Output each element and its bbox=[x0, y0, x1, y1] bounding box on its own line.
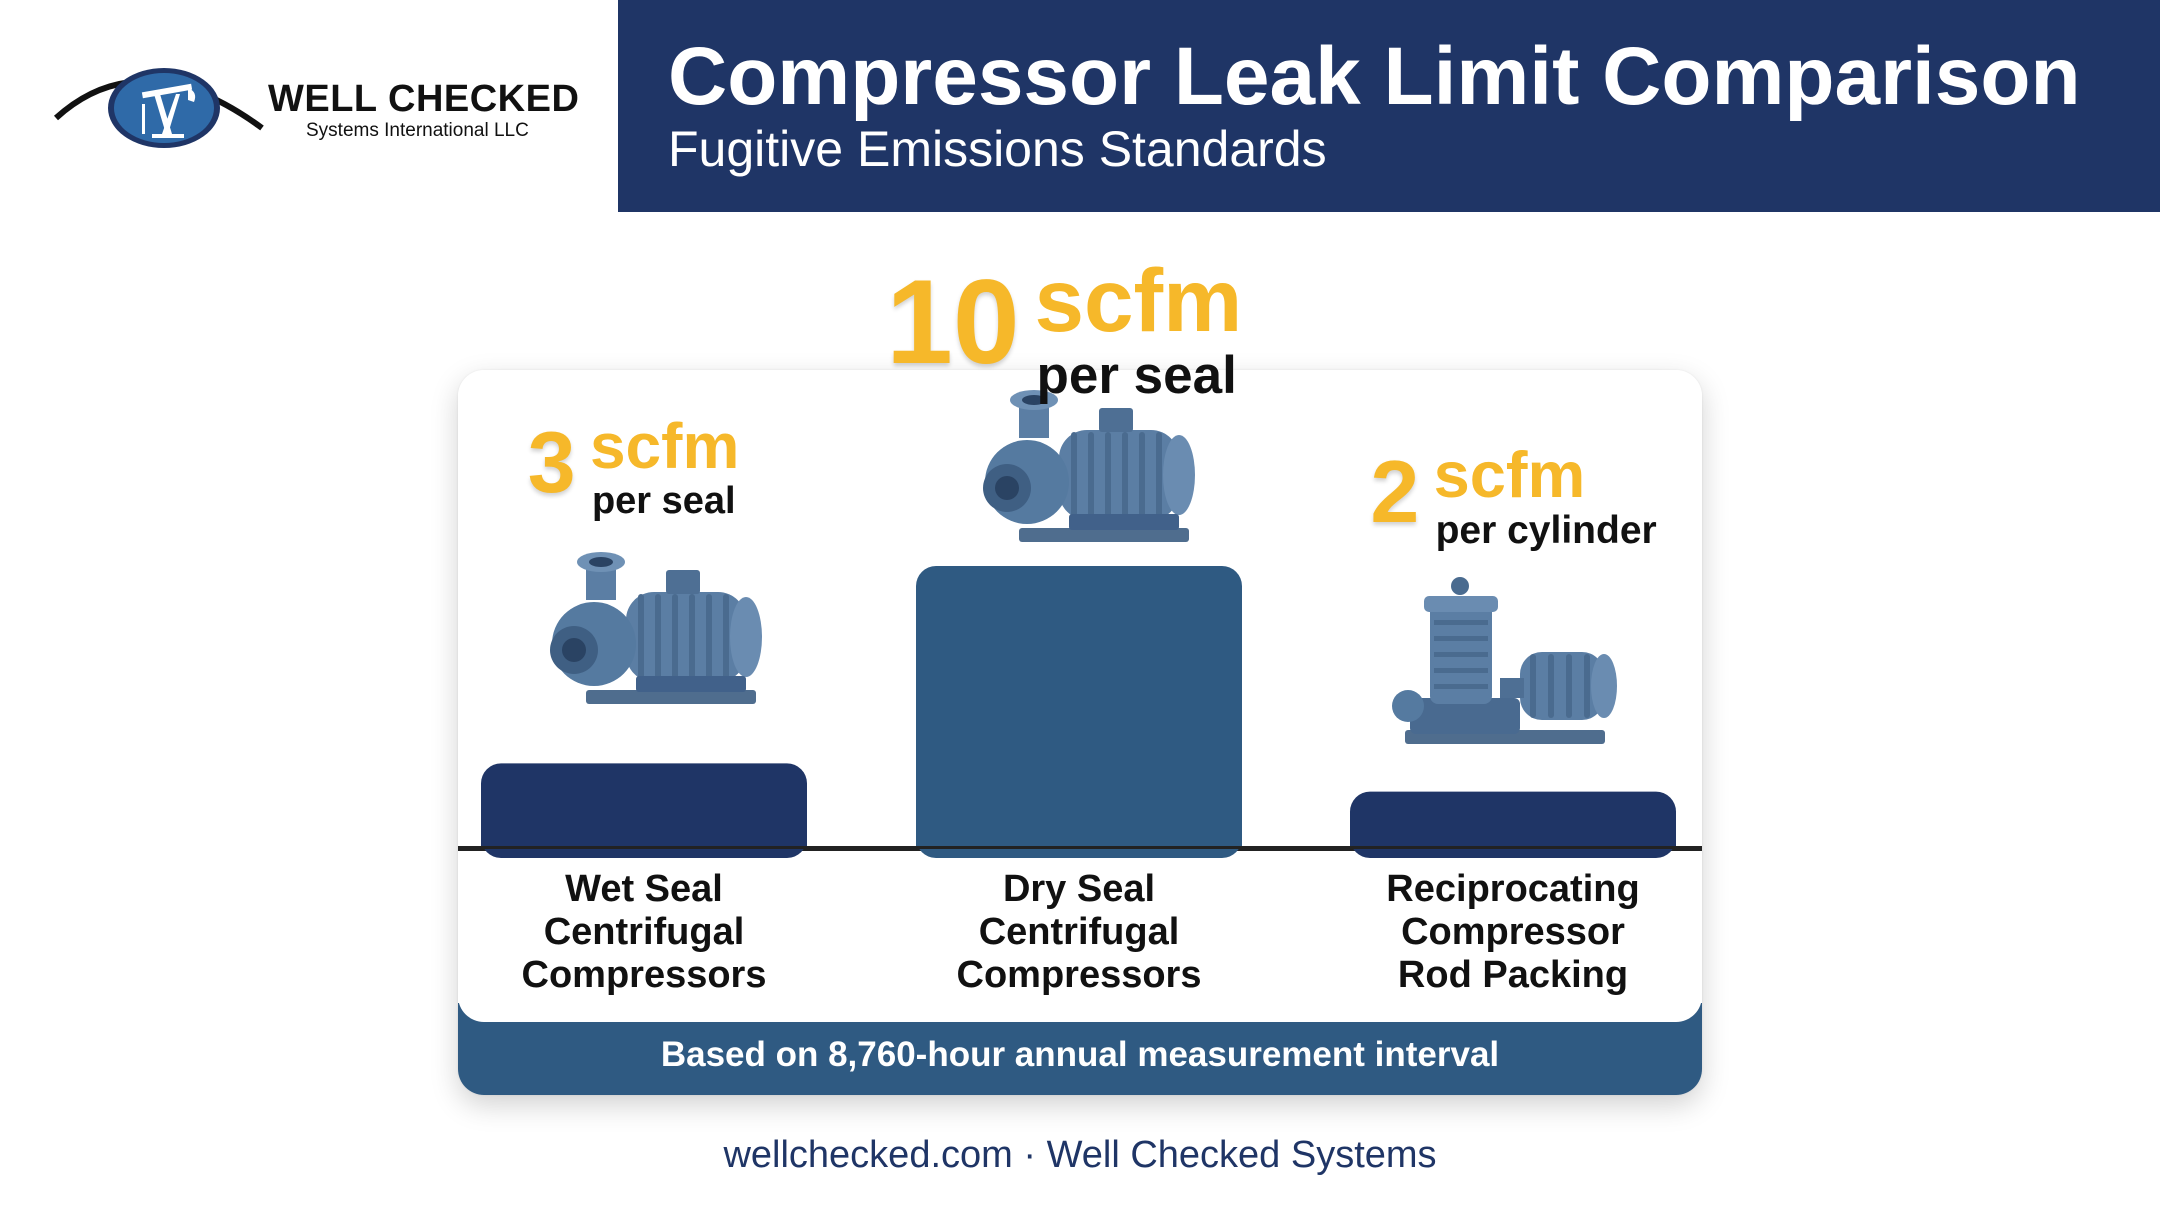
category-label-line: Compressors bbox=[956, 954, 1202, 996]
per-label-3: per cylinder bbox=[1435, 509, 1657, 552]
category-label-line: Centrifugal bbox=[978, 911, 1180, 953]
logo: WELL CHECKED Systems International LLC bbox=[0, 0, 618, 212]
footnote-text: Based on 8,760-hour annual measurement i… bbox=[660, 1035, 1500, 1074]
category-label-line: Dry Seal bbox=[1002, 868, 1156, 910]
brand-name: WELL CHECKED bbox=[268, 78, 580, 120]
category-label-line: Compressors bbox=[521, 954, 767, 996]
unit-label-3: scfm bbox=[1433, 438, 1586, 511]
brand-subtitle: Systems International LLC bbox=[306, 120, 529, 141]
page-subtitle: Fugitive Emissions Standards bbox=[668, 121, 1327, 177]
category-label-line: Compressor bbox=[1401, 911, 1625, 953]
category-label-line: Rod Packing bbox=[1397, 954, 1629, 996]
category-label-line: Reciprocating bbox=[1386, 868, 1640, 910]
header-band bbox=[618, 0, 2160, 212]
category-label-line: Centrifugal bbox=[543, 911, 745, 953]
value-label-3: 2 bbox=[1370, 442, 1420, 541]
category-label-line: Wet Seal bbox=[565, 868, 723, 910]
oil-pump-eye-logo-icon bbox=[53, 68, 264, 148]
per-label-2: per seal bbox=[1036, 346, 1237, 405]
chart-baseline bbox=[458, 848, 1702, 851]
value-label-2: 10 bbox=[886, 255, 1020, 389]
unit-label-2: scfm bbox=[1034, 250, 1243, 350]
site-footer: wellchecked.com · Well Checked Systems bbox=[723, 1134, 1437, 1176]
unit-label-1: scfm bbox=[589, 410, 740, 482]
per-label-1: per seal bbox=[591, 480, 736, 522]
value-label-1: 3 bbox=[527, 415, 576, 511]
page-title: Compressor Leak Limit Comparison bbox=[668, 31, 2081, 122]
